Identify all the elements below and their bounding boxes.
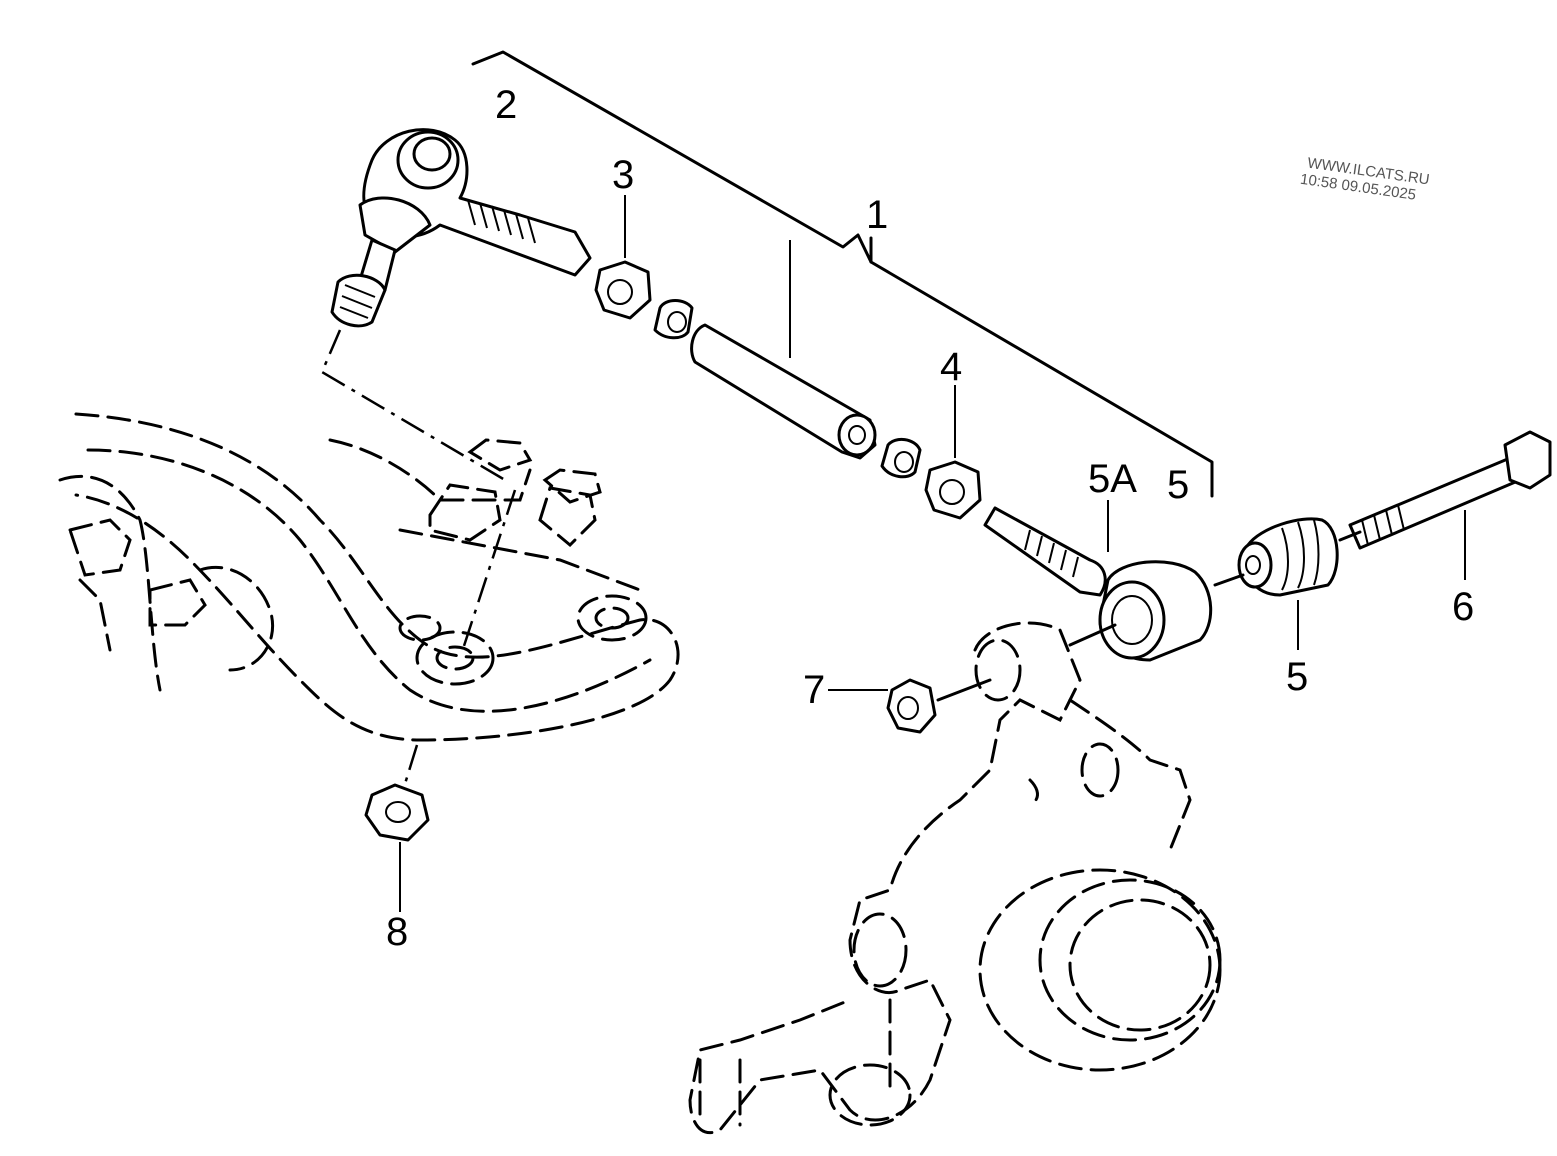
watermark: WWW.ILCATS.RU 10:58 09.05.2025 [1299,155,1431,204]
label-2: 2 [495,83,517,127]
part-4-sleeve [880,437,922,479]
label-5-bottom: 5 [1286,655,1308,699]
adjuster-tube [690,240,877,460]
label-7: 7 [803,668,825,712]
part-6-bolt [1338,430,1552,580]
part-5a-inner-rod [983,500,1109,597]
callout-labels: 1 2 3 4 5A 5 5 6 7 8 [386,83,1474,954]
part-8-nut [364,783,430,842]
label-5-top: 5 [1167,463,1189,507]
part-7-nut [828,678,992,734]
part-4-nut [924,385,982,520]
part-5-bushing [1213,517,1339,650]
wheel-carrier [688,621,1222,1135]
label-5a: 5A [1088,457,1137,501]
label-1: 1 [866,193,888,237]
label-4: 4 [940,345,962,389]
part-3-nut [594,195,652,320]
bushing-housing [1068,560,1213,662]
label-3: 3 [612,153,634,197]
part-2-tie-rod-end [330,128,592,328]
label-8: 8 [386,910,408,954]
subframe [58,412,680,742]
label-6: 6 [1452,585,1474,629]
part-3-sleeve [653,299,694,340]
assembly-bracket [471,50,1214,498]
